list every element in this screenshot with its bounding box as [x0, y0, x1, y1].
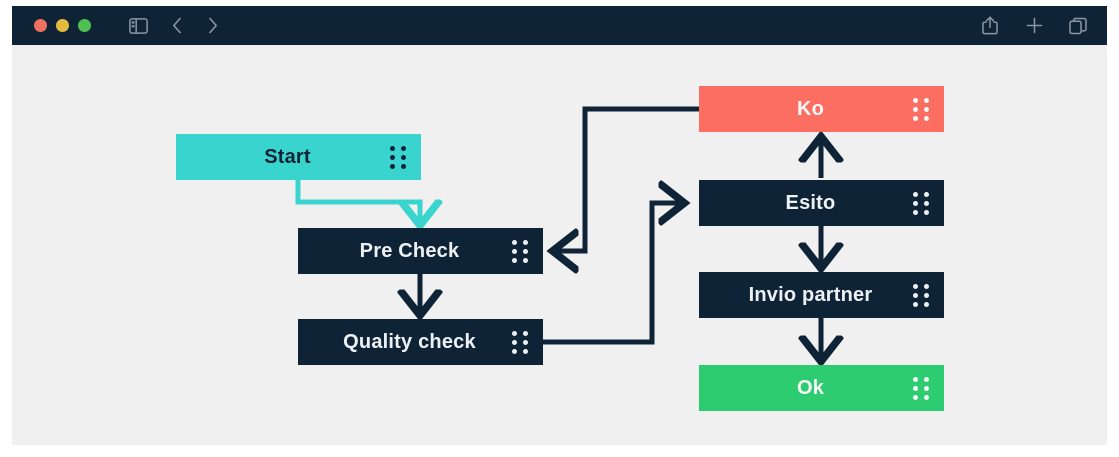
flow-node-esito[interactable]: Esito	[699, 180, 944, 226]
flow-node-label: Quality check	[343, 330, 476, 353]
drag-handle-icon[interactable]	[389, 144, 407, 170]
drag-handle-icon[interactable]	[511, 238, 529, 264]
share-icon[interactable]	[979, 15, 1001, 37]
flow-node-start[interactable]: Start	[176, 134, 421, 180]
flow-node-label: Start	[264, 145, 311, 168]
flow-node-ko[interactable]: Ko	[699, 86, 944, 132]
flow-node-label: Pre Check	[359, 239, 460, 262]
edge-ko-to-pre-check	[557, 106, 699, 251]
drag-handle-icon[interactable]	[912, 96, 930, 122]
minimize-window-button[interactable]	[56, 19, 69, 32]
flow-node-ok[interactable]: Ok	[699, 365, 944, 411]
window-actions	[979, 15, 1089, 37]
traffic-light-controls	[34, 19, 91, 32]
flow-node-pre-check[interactable]: Pre Check	[298, 228, 543, 274]
flowchart-canvas[interactable]: Start Pre Check Quality check Ko Esito	[12, 45, 1107, 445]
flow-node-invio-partner[interactable]: Invio partner	[699, 272, 944, 318]
flow-node-label: Ko	[796, 97, 825, 120]
edge-quality-check-to-esito	[543, 203, 680, 345]
edge-start-to-pre-check	[295, 180, 420, 221]
flow-node-label: Esito	[785, 191, 836, 214]
new-tab-icon[interactable]	[1023, 15, 1045, 37]
drag-handle-icon[interactable]	[912, 282, 930, 308]
drag-handle-icon[interactable]	[912, 190, 930, 216]
drag-handle-icon[interactable]	[511, 329, 529, 355]
drag-handle-icon[interactable]	[912, 375, 930, 401]
navigation-controls	[127, 15, 221, 37]
title-bar	[12, 6, 1107, 45]
close-window-button[interactable]	[34, 19, 47, 32]
flow-node-label: Invio partner	[748, 283, 873, 306]
back-icon[interactable]	[169, 15, 185, 37]
flow-node-quality-check[interactable]: Quality check	[298, 319, 543, 365]
maximize-window-button[interactable]	[78, 19, 91, 32]
show-tabs-icon[interactable]	[1067, 15, 1089, 37]
sidebar-toggle-icon[interactable]	[127, 15, 149, 37]
forward-icon[interactable]	[205, 15, 221, 37]
flow-node-label: Ok	[796, 376, 825, 399]
